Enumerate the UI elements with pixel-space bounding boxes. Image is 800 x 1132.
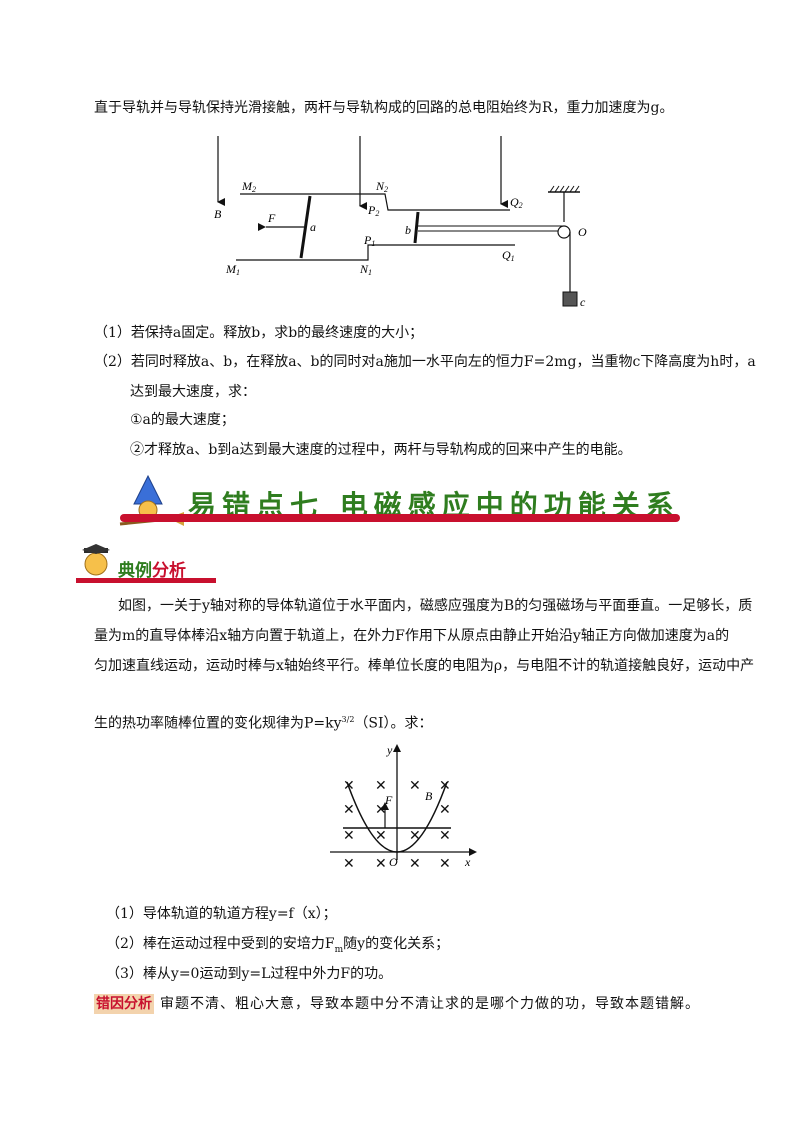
- question-2-line-b: 达到最大速度，求：: [130, 384, 256, 400]
- label-c: c: [580, 295, 586, 309]
- question-2-sub-2: ②才释放a、b到a达到最大速度的过程中，两杆与导轨构成的回来中产生的电能。: [130, 442, 632, 458]
- rod-a: [299, 195, 312, 259]
- field-cross: ✕: [439, 778, 451, 794]
- problem-line-1: 如图，一关于y轴对称的导体轨道位于水平面内，磁感应强度为B的匀强磁场与平面垂直。…: [118, 598, 753, 614]
- field-cross: ✕: [439, 802, 451, 818]
- label-B: B: [214, 207, 222, 221]
- field-cross: ✕: [375, 828, 387, 844]
- label-O: O: [389, 855, 398, 869]
- field-cross: ✕: [409, 856, 421, 872]
- question-2-sub-1: ①a的最大速度；: [130, 412, 235, 428]
- label-b: b: [405, 223, 411, 237]
- label-O: O: [578, 225, 587, 239]
- rod-b: [413, 211, 420, 244]
- label-B: B: [425, 789, 433, 803]
- section-title: 典例分析: [118, 561, 186, 581]
- parabola-track: [346, 781, 448, 853]
- parabola-diagram: ✕ ✕ ✕ ✕ ✕ ✕ ✕ ✕ ✕ ✕ ✕ ✕ ✕ ✕ ✕ y x O F B: [330, 743, 477, 872]
- label-P2: P2: [367, 203, 379, 218]
- field-cross: ✕: [375, 778, 387, 794]
- field-cross: ✕: [439, 828, 451, 844]
- field-cross: ✕: [375, 802, 387, 818]
- label-x: x: [464, 855, 471, 869]
- problem-line-4: 生的热功率随棒位置的变化规律为P=ky3/2（SI）。求：: [94, 715, 433, 732]
- banner-underline: [120, 514, 680, 522]
- field-cross: ✕: [343, 802, 355, 818]
- pulley: [557, 225, 571, 239]
- label-y: y: [386, 743, 393, 757]
- problem-line-3: 匀加速直线运动，运动时棒与x轴始终平行。棒单位长度的电阻为ρ，与电阻不计的轨道接…: [94, 658, 755, 674]
- question-2-line-a: （2）若同时释放a、b，在释放a、b的同时对a施加一水平向左的恒力F=2mg，当…: [94, 354, 756, 370]
- field-cross: ✕: [409, 778, 421, 794]
- label-Q1: Q1: [502, 248, 515, 263]
- weight-c: [562, 291, 578, 307]
- question2-2: （2）棒在运动过程中受到的安培力Fm随y的变化关系；: [106, 936, 450, 955]
- label-M1: M1: [225, 262, 240, 277]
- error-analysis-label: 错因分析: [94, 994, 154, 1014]
- question-1: （1）若保持a固定。释放b，求b的最终速度的大小；: [94, 325, 424, 341]
- problem-line-2: 量为m的直导体棒沿x轴方向置于轨道上，在外力F作用下从原点由静止开始沿y轴正方向…: [94, 628, 730, 644]
- error-analysis-text: 审题不清、粗心大意，导致本题中分不清让求的是哪个力做的功，导致本题错解。: [160, 996, 700, 1012]
- field-cross: ✕: [343, 828, 355, 844]
- label-N1: N1: [359, 262, 372, 277]
- section-underline: [76, 578, 216, 583]
- label-P1: P1: [363, 233, 375, 248]
- field-cross: ✕: [343, 778, 355, 794]
- field-cross: ✕: [343, 856, 355, 872]
- field-cross: ✕: [409, 828, 421, 844]
- student-icon: [82, 544, 110, 576]
- lower-rail: [236, 244, 515, 261]
- upper-rail: [240, 193, 510, 211]
- label-F: F: [384, 793, 393, 807]
- field-cross: ✕: [375, 856, 387, 872]
- label-Q2: Q2: [510, 195, 523, 210]
- label-N2: N2: [375, 179, 388, 194]
- field-cross: ✕: [439, 856, 451, 872]
- question2-1: （1）导体轨道的轨道方程y=f（x）；: [106, 906, 337, 922]
- rail-diagram: B M2 N2 P2 Q2 F a b O P1 Q1 M1 N1 c: [214, 136, 587, 309]
- label-a: a: [310, 220, 316, 234]
- label-M2: M2: [241, 179, 256, 194]
- intro-line: 直于导轨并与导轨保持光滑接触，两杆与导轨构成的回路的总电阻始终为R，重力加速度为…: [94, 100, 674, 116]
- question2-3: （3）棒从y=0运动到y=L过程中外力F的功。: [106, 966, 393, 982]
- label-F: F: [267, 211, 276, 225]
